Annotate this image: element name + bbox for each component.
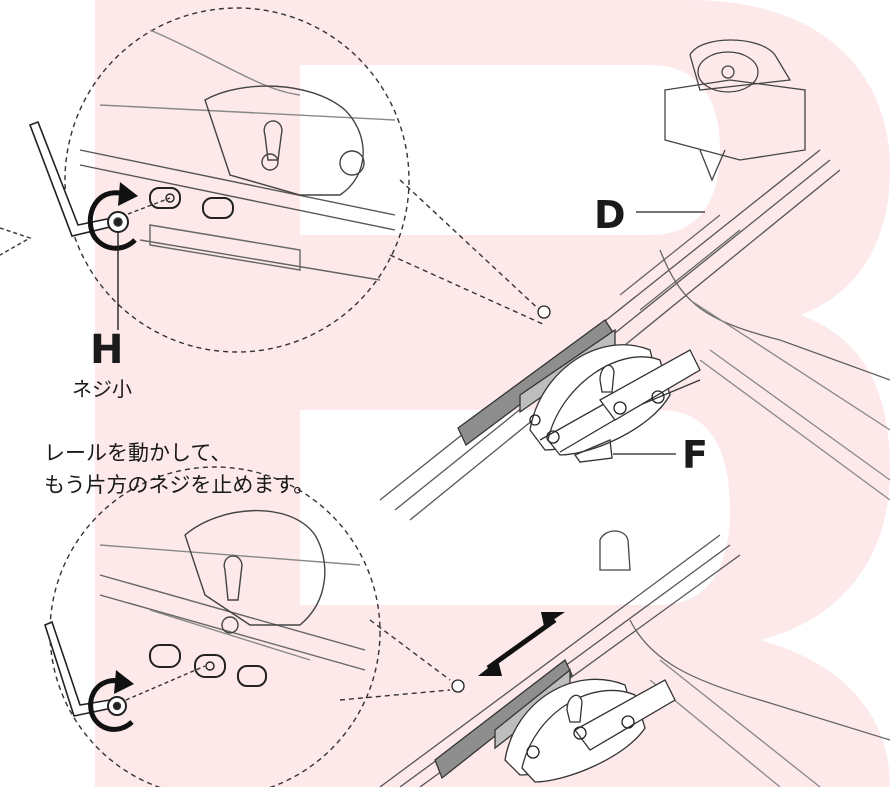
instruction-text: レールを動かして、 もう片方のネジを止めます。: [44, 437, 314, 501]
instruction-line-2: もう片方のネジを止めます。: [44, 473, 315, 497]
zoom-circle-bottom: [44, 466, 451, 787]
main-view-bottom: [379, 530, 890, 787]
main-view-top: [379, 39, 890, 521]
part-label-h-name: ネジ小: [72, 377, 132, 401]
watermark-letter-b: [95, 0, 890, 787]
zoom-circle-top: [0, 7, 546, 353]
part-label-d: D: [594, 193, 626, 237]
instruction-line-1: レールを動かして、: [44, 441, 232, 465]
part-label-h: H: [90, 327, 124, 373]
part-label-f: F: [682, 433, 708, 477]
